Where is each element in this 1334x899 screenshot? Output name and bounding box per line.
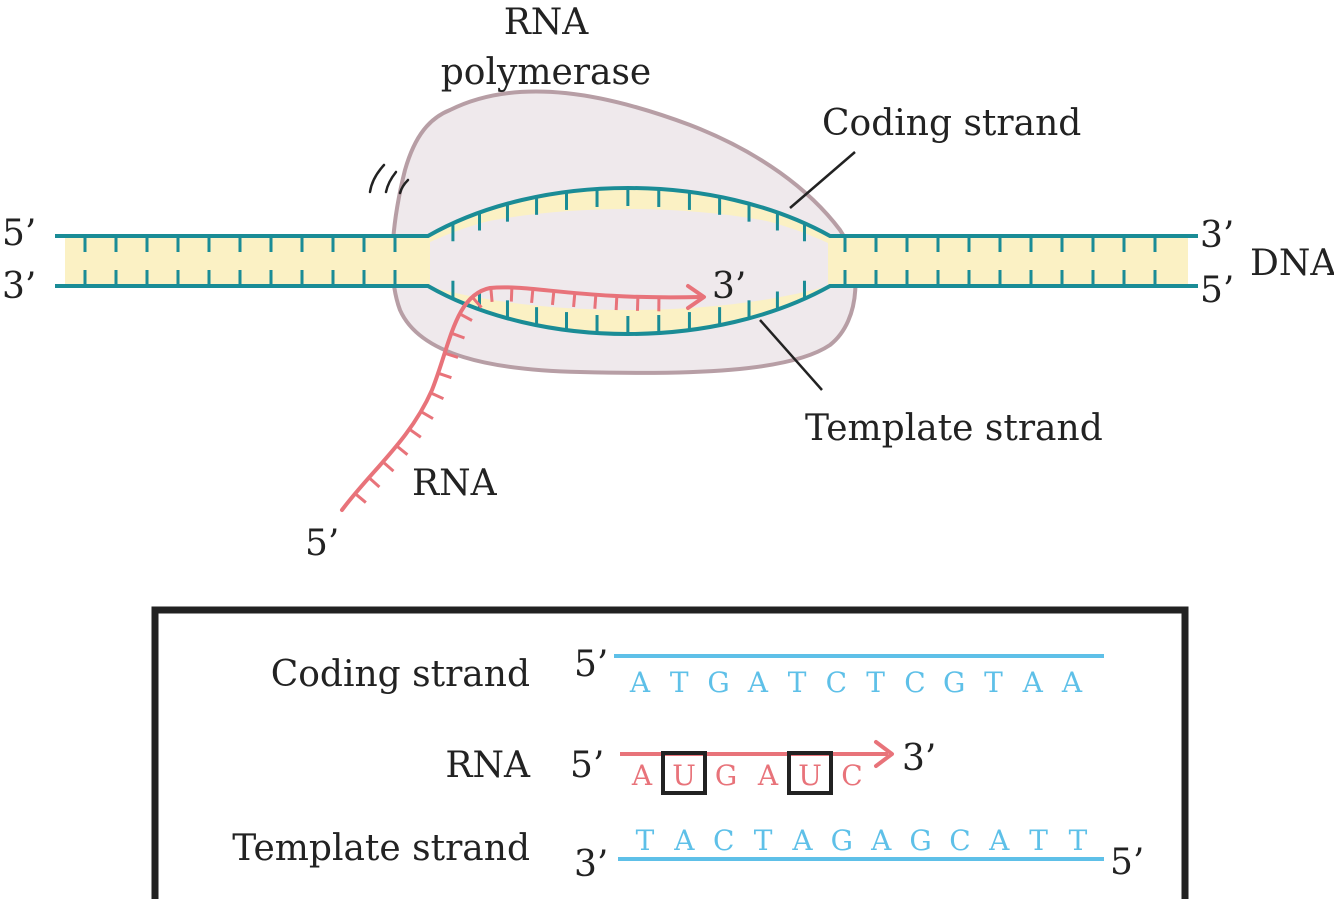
- coding-base: A: [1022, 666, 1044, 699]
- box-rna-start-end: 5’: [570, 745, 604, 786]
- box-template-end-end: 5’: [1110, 842, 1144, 883]
- rna-start-end-label: 5’: [305, 523, 339, 564]
- rna-arrowhead-icon: [686, 284, 706, 310]
- template-strand-leader: [759, 319, 823, 391]
- coding-base: T: [670, 666, 689, 699]
- coding-strand-label: Coding strand: [822, 103, 1081, 144]
- right-top-end-label: 3’: [1200, 215, 1234, 256]
- template-base: A: [988, 824, 1010, 857]
- coding-strand-leader: [789, 151, 856, 209]
- rna-base: A: [757, 759, 779, 792]
- template-strand-label: Template strand: [805, 408, 1103, 449]
- rna-growing-end-label: 3’: [712, 266, 746, 307]
- box-rna-end-end: 3’: [902, 738, 936, 779]
- template-base: T: [636, 824, 655, 857]
- rna-tick: [489, 287, 494, 302]
- coding-base: T: [866, 666, 885, 699]
- rna-base: U: [798, 759, 822, 792]
- rna-tick: [450, 331, 466, 340]
- bubble-top-fill: [428, 190, 828, 236]
- rna-tick: [509, 287, 514, 302]
- rna-tick: [572, 292, 577, 308]
- right-bottom-end-label: 5’: [1200, 270, 1234, 311]
- sequence-box: [151, 606, 1189, 899]
- template-base: G: [909, 824, 931, 857]
- dna-base-ticks: [83, 188, 1157, 334]
- rna-tick: [354, 492, 367, 504]
- rna-base-highlight-box: [661, 751, 707, 795]
- box-template-start-end: 3’: [574, 844, 608, 885]
- coding-base: G: [943, 666, 965, 699]
- template-base: T: [754, 824, 773, 857]
- template-base: T: [1029, 824, 1048, 857]
- rna-tick: [614, 295, 619, 311]
- box-rna-arrowhead-icon: [874, 740, 894, 768]
- rna-base: U: [672, 759, 696, 792]
- coding-base: T: [788, 666, 807, 699]
- rna-strand-line: [340, 285, 702, 512]
- coding-base: A: [629, 666, 651, 699]
- left-top-end-label: 5’: [2, 213, 36, 254]
- rna-tick: [367, 476, 381, 489]
- coding-base: T: [984, 666, 1003, 699]
- box-coding-label: Coding strand: [271, 654, 530, 695]
- template-base: G: [831, 824, 853, 857]
- rna-tick: [420, 410, 434, 420]
- rna-tick: [437, 371, 452, 380]
- rna-tick: [530, 288, 535, 304]
- template-base: A: [791, 824, 813, 857]
- rna-tick: [430, 391, 445, 401]
- rna-tick: [408, 427, 422, 439]
- template-base: A: [673, 824, 695, 857]
- dna-label: DNA: [1250, 243, 1334, 284]
- motion-lines-icon: [368, 163, 410, 195]
- rna-label: RNA: [412, 463, 498, 504]
- left-bottom-end-label: 3’: [2, 266, 36, 307]
- rna-base: G: [715, 759, 737, 792]
- coding-base: A: [1061, 666, 1083, 699]
- template-base: C: [949, 824, 970, 857]
- box-template-label: Template strand: [232, 828, 530, 869]
- rna-tick: [444, 351, 459, 359]
- coding-base: C: [826, 666, 847, 699]
- rna-tick: [458, 312, 473, 322]
- polymerase-label-line1: RNA: [504, 2, 590, 43]
- rna-tick: [381, 460, 395, 473]
- box-coding-start-end: 5’: [574, 644, 608, 685]
- rna-tick: [395, 444, 409, 456]
- box-rna-label: RNA: [445, 745, 531, 786]
- coding-base: G: [707, 666, 729, 699]
- coding-base: C: [904, 666, 925, 699]
- rna-tick: [550, 290, 556, 306]
- rna-tick: [593, 294, 598, 309]
- template-base: T: [1069, 824, 1088, 857]
- rna-base: C: [841, 759, 862, 792]
- rna-base-ticks: [354, 287, 661, 504]
- template-base: A: [870, 824, 892, 857]
- polymerase-label-line2: polymerase: [441, 52, 651, 93]
- template-base: C: [713, 824, 734, 857]
- rna-base-highlight-box: [787, 751, 833, 795]
- rna-base: A: [631, 759, 653, 792]
- rna-tick: [471, 296, 483, 309]
- coding-base: A: [747, 666, 769, 699]
